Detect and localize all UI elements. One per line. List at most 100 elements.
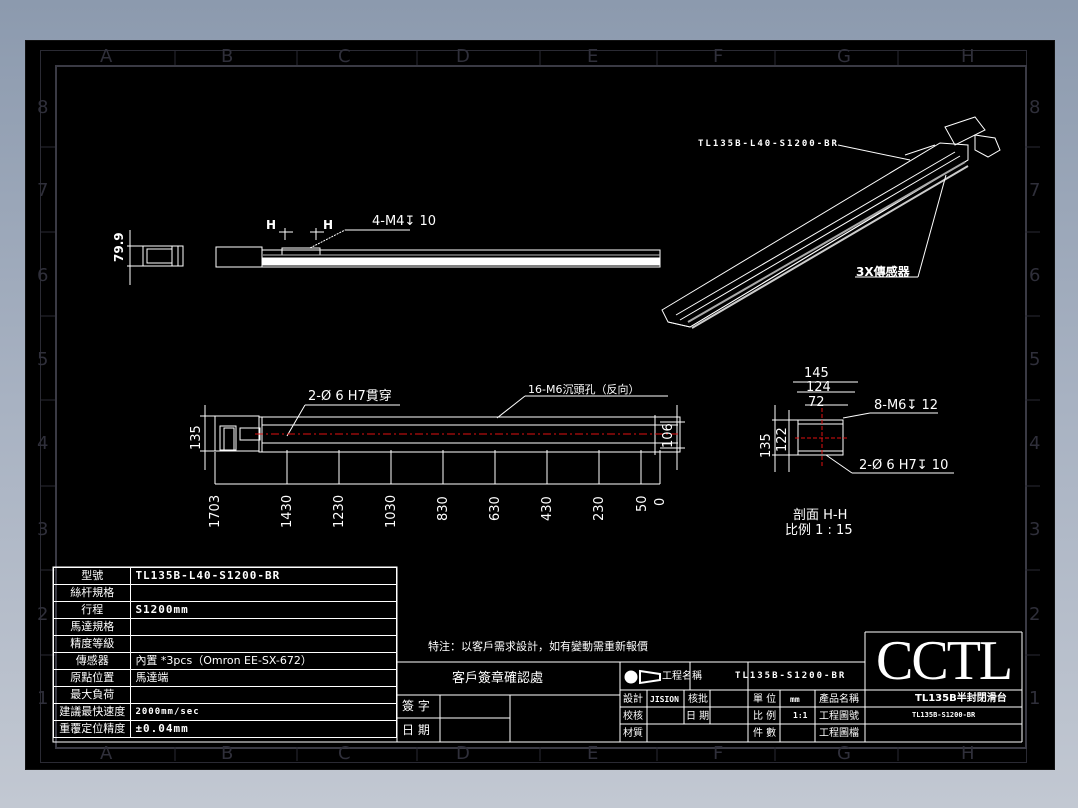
front-view (200, 395, 685, 485)
approve-label: 核批 (688, 694, 708, 705)
unit-label: 單 位 (753, 694, 777, 705)
zone-row-8-right: 8 (1029, 97, 1041, 118)
projection-symbol-icon (624, 669, 661, 685)
zone-col-f-bottom: F (713, 743, 724, 764)
spec-value: TL135B-L40-S1200-BR (130, 567, 397, 585)
zone-col-d-bottom: D (456, 743, 470, 764)
spec-label: 型號 (52, 567, 132, 585)
zone-row-7-right: 7 (1029, 180, 1041, 201)
table-row: 原點位置馬達端 (52, 669, 397, 687)
section-dim-145: 145 (804, 366, 829, 381)
design-value: JISION (650, 695, 679, 704)
position-dim: 430 (540, 496, 555, 521)
front-view-height-left: 135 (189, 425, 204, 450)
zone-row-3-right: 3 (1029, 519, 1041, 540)
spec-label: 馬達規格 (52, 618, 132, 636)
design-label: 設計 (623, 694, 643, 705)
front-view-height-right: 106 (661, 423, 676, 448)
product-name-label: 產品名稱 (819, 694, 859, 705)
spec-label: 精度等級 (52, 635, 132, 653)
section-dim-72: 72 (808, 395, 825, 410)
section-dim-122: 122 (775, 427, 790, 452)
top-view (215, 228, 661, 268)
zone-col-b-bottom: B (221, 743, 234, 764)
position-dim: 830 (436, 496, 451, 521)
product-name: TL135B半封閉滑台 (915, 693, 1007, 704)
zone-row-6-right: 6 (1029, 265, 1041, 286)
date-label: 日 期 (686, 711, 710, 722)
zone-row-7: 7 (37, 180, 49, 201)
zone-col-h-bottom: H (961, 743, 975, 764)
company-logo: CCTL (876, 630, 1013, 692)
zone-row-5: 5 (37, 349, 49, 370)
zone-col-c-bottom: C (338, 743, 351, 764)
spec-label: 傳感器 (52, 652, 132, 670)
spec-value: S1200mm (130, 601, 397, 619)
zone-col-c: C (338, 46, 351, 67)
top-view-callout: 4-M4↧ 10 (372, 214, 437, 229)
zone-row-2: 2 (37, 604, 49, 625)
zone-row-5-right: 5 (1029, 349, 1041, 370)
isometric-model-label: TL135B-L40-S1200-BR (698, 139, 839, 149)
position-dim: 230 (592, 496, 607, 521)
zone-col-e: E (587, 46, 599, 67)
zone-row-2-right: 2 (1029, 604, 1041, 625)
project-name-label: 工程名稱 (662, 671, 702, 682)
end-view (127, 230, 184, 285)
position-dim: 1030 (384, 494, 399, 528)
position-dim: 1230 (332, 494, 347, 528)
project-name-value: TL135B-S1200-BR (735, 671, 847, 681)
spec-label: 行程 (52, 601, 132, 619)
zone-col-a: A (100, 46, 113, 67)
zone-col-f: F (713, 46, 724, 67)
section-dim-124: 124 (806, 380, 831, 395)
zone-row-1-right: 1 (1029, 688, 1041, 709)
approval-title: 客戶簽章確認處 (452, 671, 544, 686)
position-dim: 50 (635, 495, 650, 512)
isometric-sensor-label: 3X傳感器 (856, 265, 910, 279)
table-row: 馬達規格 (52, 618, 397, 636)
zone-row-4-right: 4 (1029, 433, 1041, 454)
zone-col-h: H (961, 46, 975, 67)
zone-col-g-bottom: G (837, 743, 851, 764)
section-tapped-callout: 8-M6↧ 12 (874, 398, 939, 413)
spec-label: 最大負荷 (52, 686, 132, 704)
isometric-view (661, 116, 1001, 329)
zone-col-b: B (221, 46, 234, 67)
zone-row-8: 8 (37, 97, 49, 118)
section-title: 剖面 H-H (793, 508, 848, 523)
section-mark-left: H (266, 218, 277, 232)
table-row: 精度等級 (52, 635, 397, 653)
position-dim: 0 (653, 497, 668, 506)
drawing-no-label: 工程圖號 (819, 711, 859, 722)
spec-value: 內置 *3pcs（Omron EE-SX-672） (130, 652, 397, 670)
zone-col-d: D (456, 46, 470, 67)
check-label: 校核 (623, 711, 643, 722)
spec-label: 原點位置 (52, 669, 132, 687)
section-scale: 比例 1 : 15 (785, 523, 853, 538)
approval-sign-label: 簽 字 (402, 699, 430, 713)
spec-label: 絲杆規格 (52, 584, 132, 602)
position-dim: 1703 (208, 494, 223, 528)
section-pin-callout: 2-Ø 6 H7↧ 10 (859, 458, 949, 473)
spec-value (130, 618, 397, 636)
zone-row-3: 3 (37, 519, 49, 540)
approval-date-label: 日 期 (402, 723, 430, 737)
position-dim: 1430 (280, 494, 295, 528)
zone-row-6: 6 (37, 265, 49, 286)
front-view-counterbore-callout: 16-M6沉頭孔（反向） (528, 383, 640, 396)
spec-value (130, 635, 397, 653)
zone-row-1: 1 (37, 688, 49, 709)
drawing-border (55, 65, 1027, 749)
section-mark-right: H (323, 218, 334, 232)
drawing-file-label: 工程圖檔 (819, 728, 859, 739)
table-row: 最大負荷 (52, 686, 397, 704)
zone-col-a-bottom: A (100, 743, 113, 764)
spec-value (130, 686, 397, 704)
position-dim: 630 (488, 496, 503, 521)
spec-value: ±0.04mm (130, 720, 397, 738)
